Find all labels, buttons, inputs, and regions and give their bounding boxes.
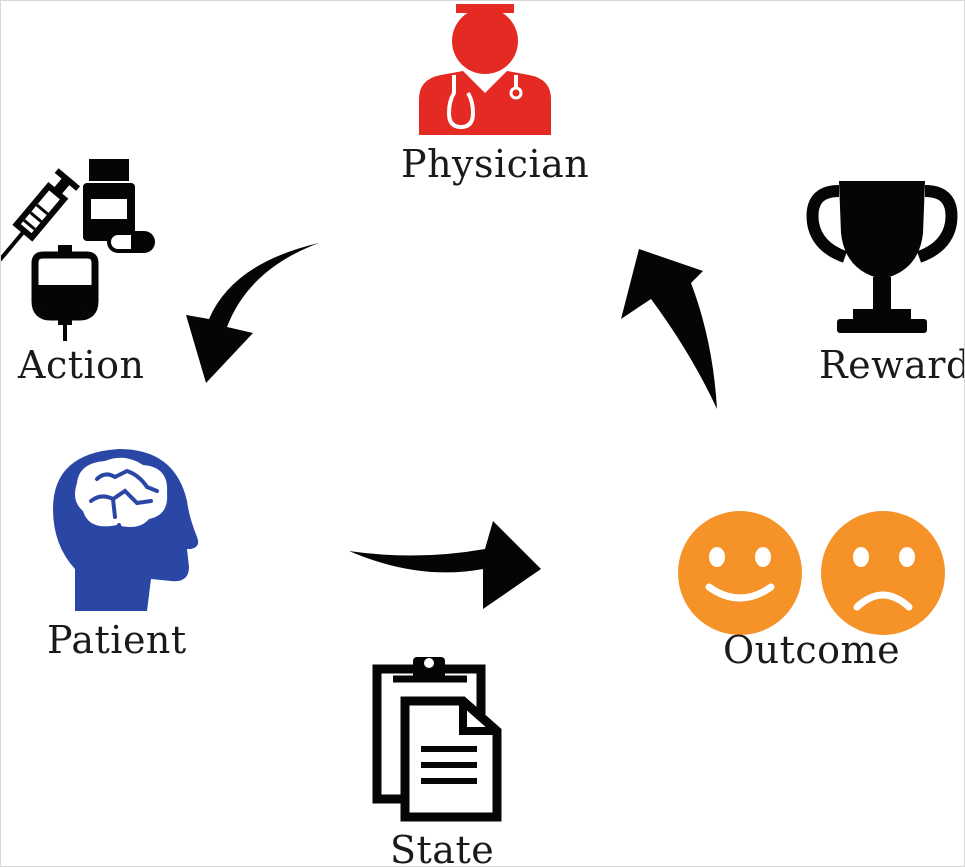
action-label: Action [18,343,145,387]
arrow-physician-to-action [186,243,319,383]
outcome-icon [678,511,945,635]
patient-label: Patient [47,618,187,662]
arrow-outcome-to-physician [621,249,717,409]
action-icon [1,159,155,341]
physician-label: Physician [401,142,590,186]
patient-icon [53,449,199,611]
outcome-label: Outcome [723,628,901,672]
physician-icon [419,4,551,135]
reward-icon [806,181,958,333]
state-label: State [390,828,495,867]
state-icon [372,657,502,822]
reward-label: Reward [819,343,965,387]
arrow-patient-to-outcome [349,521,541,609]
